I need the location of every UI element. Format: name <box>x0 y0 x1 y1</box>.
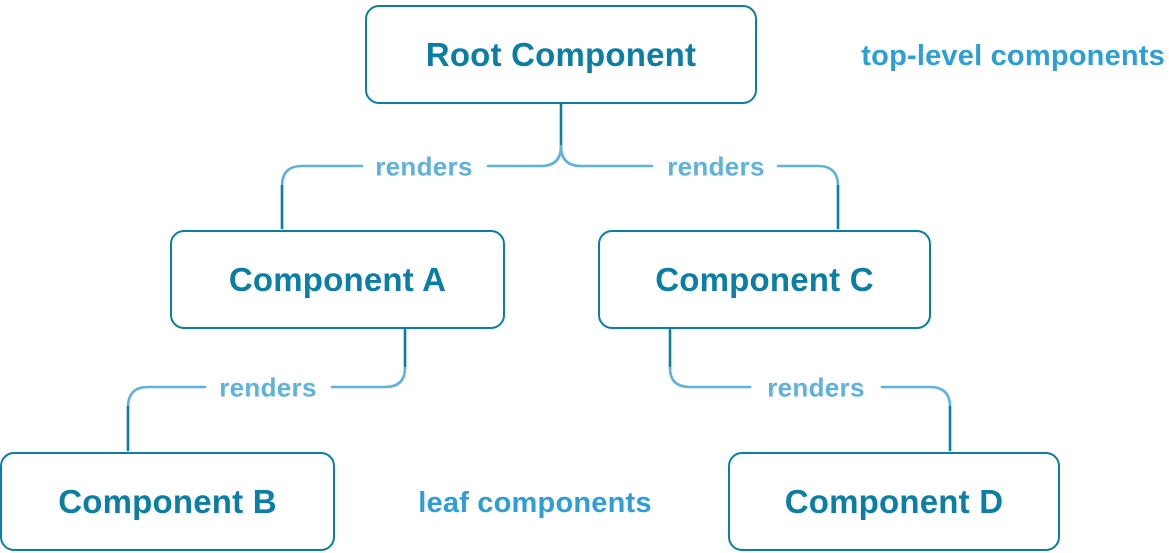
edge-label-renders-root-a: renders <box>375 151 473 182</box>
node-root-component: Root Component <box>365 5 757 104</box>
edge-root-a-curve-2 <box>280 164 364 188</box>
edge-root-c-curve-1 <box>559 144 654 168</box>
node-component-c: Component C <box>598 230 931 329</box>
edge-c-d-curve-2 <box>880 385 952 409</box>
edge-c-d-curve-1 <box>668 366 752 389</box>
node-component-b: Component B <box>0 452 335 551</box>
annotation-top-level-components: top-level components <box>861 40 1165 72</box>
edge-label-renders-root-c: renders <box>667 151 765 182</box>
edge-label-renders-c-d: renders <box>767 372 865 403</box>
edge-a-b-curve-1 <box>330 366 407 389</box>
annotation-leaf-components: leaf components <box>418 487 652 519</box>
node-component-a: Component A <box>170 230 505 329</box>
node-component-d: Component D <box>728 452 1060 551</box>
edge-label-renders-a-b: renders <box>219 372 317 403</box>
edge-root-c-curve-2 <box>776 164 840 188</box>
edge-a-b-curve-2 <box>126 385 207 409</box>
edge-root-a-curve-1 <box>486 144 563 168</box>
